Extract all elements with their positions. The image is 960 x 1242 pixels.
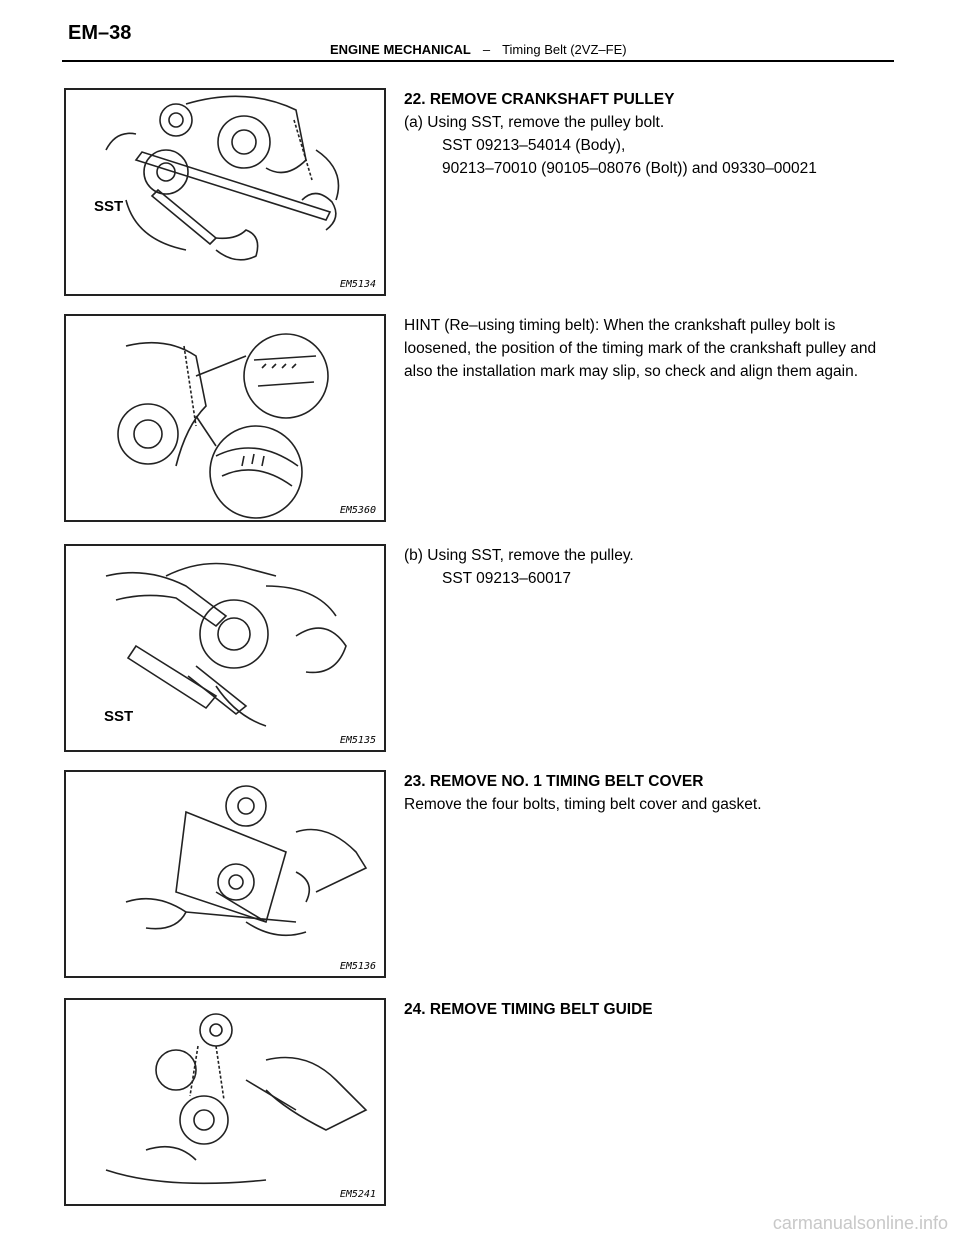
figure-code: EM5136 xyxy=(339,961,376,972)
watermark: carmanualsonline.info xyxy=(772,1213,948,1233)
step-23-heading: 23. REMOVE NO. 1 TIMING BELT COVER xyxy=(404,773,704,790)
pulley-removal-illustration xyxy=(105,562,347,727)
step-22a-text: (a) Using SST, remove the pulley bolt. xyxy=(404,114,665,131)
step-22b: (b) Using SST, remove the pulley. SST 09… xyxy=(404,544,904,590)
sst-callout: SST xyxy=(104,708,134,725)
timing-mark-illustration xyxy=(117,333,329,519)
step-23: 23. REMOVE NO. 1 TIMING BELT COVER Remov… xyxy=(404,770,904,816)
hint-block: HINT (Re–using timing belt): When the cr… xyxy=(404,314,904,383)
page-header: EM–38 ENGINE MECHANICAL–Timing Belt (2VZ… xyxy=(0,0,960,64)
step-22-heading: 22. REMOVE CRANKSHAFT PULLEY xyxy=(404,91,675,108)
step-22a-sst-1: SST 09213–54014 (Body), xyxy=(442,137,626,154)
header-rule xyxy=(62,60,894,62)
chapter-title: ENGINE MECHANICAL–Timing Belt (2VZ–FE) xyxy=(330,42,627,57)
figure-code: EM5360 xyxy=(339,505,376,516)
section-name: Timing Belt (2VZ–FE) xyxy=(502,42,627,57)
belt-guide-illustration xyxy=(105,1013,368,1185)
belt-cover-illustration xyxy=(125,785,368,937)
chapter-name: ENGINE MECHANICAL xyxy=(330,42,471,57)
sst-callout: SST xyxy=(94,198,124,215)
hint-text: HINT (Re–using timing belt): When the cr… xyxy=(404,317,877,380)
figure-code: EM5241 xyxy=(339,1189,376,1200)
figure-crankshaft-pulley-bolt: SST EM5134 xyxy=(64,88,386,296)
engine-illustration xyxy=(105,95,340,261)
step-22b-text: (b) Using SST, remove the pulley. xyxy=(404,547,634,564)
chapter-separator: – xyxy=(482,42,491,57)
figure-belt-guide: EM5241 xyxy=(64,998,386,1206)
step-24: 24. REMOVE TIMING BELT GUIDE xyxy=(404,998,904,1021)
figure-code: EM5134 xyxy=(339,279,376,290)
page-number: EM–38 xyxy=(68,22,132,44)
step-23-text: Remove the four bolts, timing belt cover… xyxy=(404,796,762,813)
figure-remove-cover: EM5136 xyxy=(64,770,386,978)
step-24-heading: 24. REMOVE TIMING BELT GUIDE xyxy=(404,1001,653,1018)
step-22a-sst-2: 90213–70010 (90105–08076 (Bolt)) and 093… xyxy=(442,160,817,177)
figure-code: EM5135 xyxy=(339,735,376,746)
figure-timing-marks: EM5360 xyxy=(64,314,386,522)
figure-remove-pulley: SST EM5135 xyxy=(64,544,386,752)
step-22: 22. REMOVE CRANKSHAFT PULLEY (a) Using S… xyxy=(404,88,904,180)
step-22b-sst: SST 09213–60017 xyxy=(442,570,571,587)
